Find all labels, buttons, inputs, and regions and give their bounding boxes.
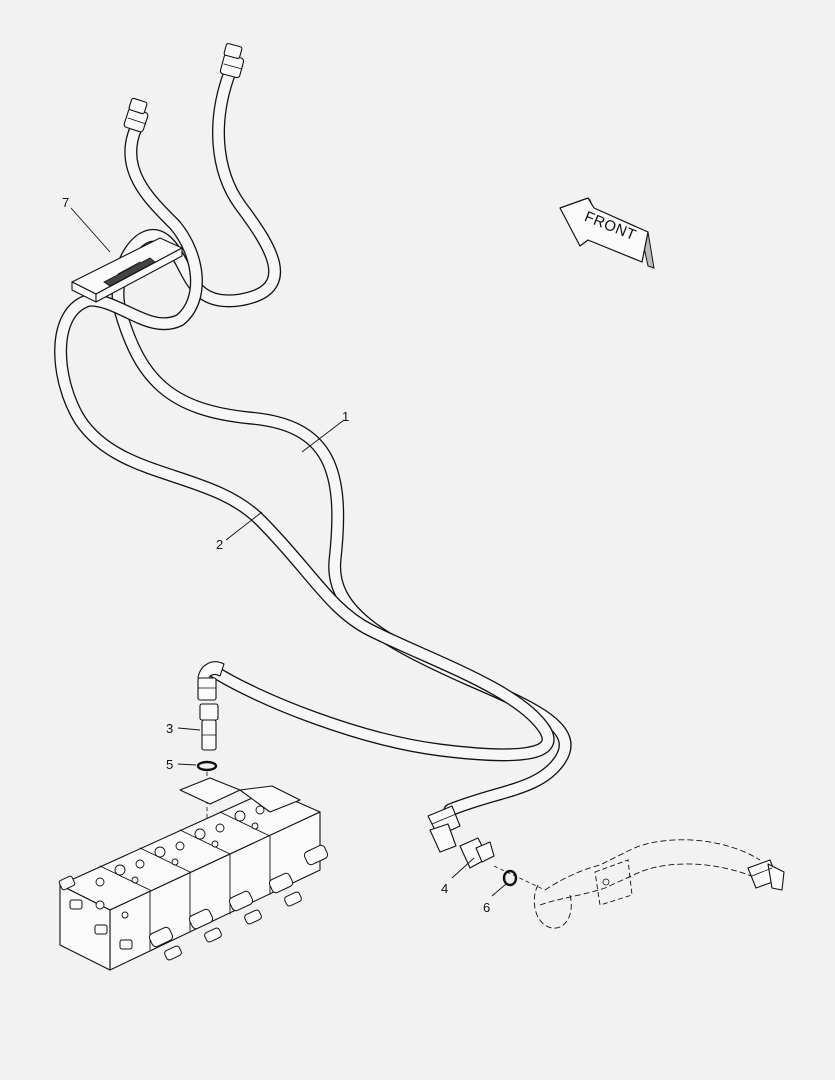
- callout-6: 6: [483, 883, 507, 915]
- callout-5: 5: [166, 757, 197, 772]
- front-direction-arrow: FRONT: [559, 197, 655, 269]
- callout-5-label: 5: [166, 757, 173, 772]
- control-valve-block: [58, 777, 329, 971]
- hose-1: [111, 65, 572, 817]
- callout-2-label: 2: [216, 537, 223, 552]
- callout-1-label: 1: [342, 409, 349, 424]
- lower-elbow-fitting: [427, 805, 461, 853]
- callout-7-label: 7: [62, 195, 69, 210]
- steel-tube-phantom: [533, 839, 766, 929]
- upper-fitting-left: [123, 97, 149, 133]
- tube-end-fitting: [747, 859, 785, 891]
- callout-6-label: 6: [483, 900, 490, 915]
- o-ring-upper: [196, 760, 218, 772]
- hose-clamp-bracket: [71, 237, 183, 303]
- callout-7: 7: [62, 195, 111, 253]
- callout-4: 4: [441, 857, 475, 896]
- hose-2: [54, 121, 555, 762]
- adapter-fitting: [199, 703, 219, 751]
- callout-3-label: 3: [166, 721, 173, 736]
- spool-caps: [148, 844, 329, 961]
- o-ring-lower: [502, 869, 518, 887]
- callout-4-label: 4: [441, 881, 448, 896]
- alignment-line-lower: [493, 865, 546, 891]
- callout-2: 2: [216, 511, 263, 552]
- straight-fitting: [459, 837, 495, 869]
- callout-3: 3: [166, 721, 201, 736]
- callouts: 7 1 2 3 5 4 6: [62, 195, 507, 915]
- hoses: [54, 65, 572, 817]
- upper-fitting-right: [219, 43, 245, 79]
- callout-1: 1: [301, 409, 349, 453]
- valve-elbow-fitting: [197, 661, 225, 701]
